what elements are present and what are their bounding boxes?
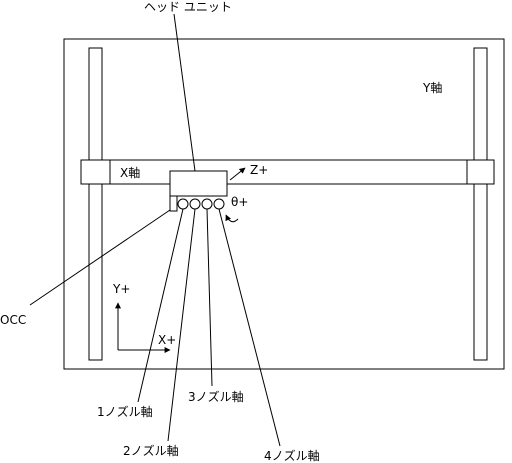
- head-unit-block: [170, 171, 227, 196]
- occ-camera-block: [170, 196, 177, 211]
- nozzle-2-label: 2ノズル軸: [123, 443, 179, 458]
- nozzle-3-label: 3ノズル軸: [188, 389, 244, 404]
- x-axis-beam: [81, 160, 494, 184]
- nozzle-1-label: 1ノズル軸: [97, 404, 153, 419]
- nozzle-3-circle: [202, 199, 212, 209]
- left-y-rail: [89, 48, 102, 360]
- y-axis-label: Y軸: [422, 81, 442, 95]
- x-plus-label: X+: [158, 333, 176, 347]
- z-plus-label: Z+: [250, 163, 268, 177]
- head-unit-label: ヘッド ユニット: [144, 0, 232, 14]
- theta-plus-label: θ+: [231, 195, 248, 209]
- occ-label: OCC: [0, 313, 26, 327]
- x-axis-label: X軸: [120, 166, 140, 180]
- nozzle-1-circle: [178, 199, 188, 209]
- nozzle-4-label: 4ノズル軸: [264, 448, 320, 463]
- nozzle-4-circle: [214, 199, 224, 209]
- right-y-rail: [474, 48, 487, 360]
- nozzle-2-circle: [190, 199, 200, 209]
- y-plus-label: Y+: [112, 282, 130, 296]
